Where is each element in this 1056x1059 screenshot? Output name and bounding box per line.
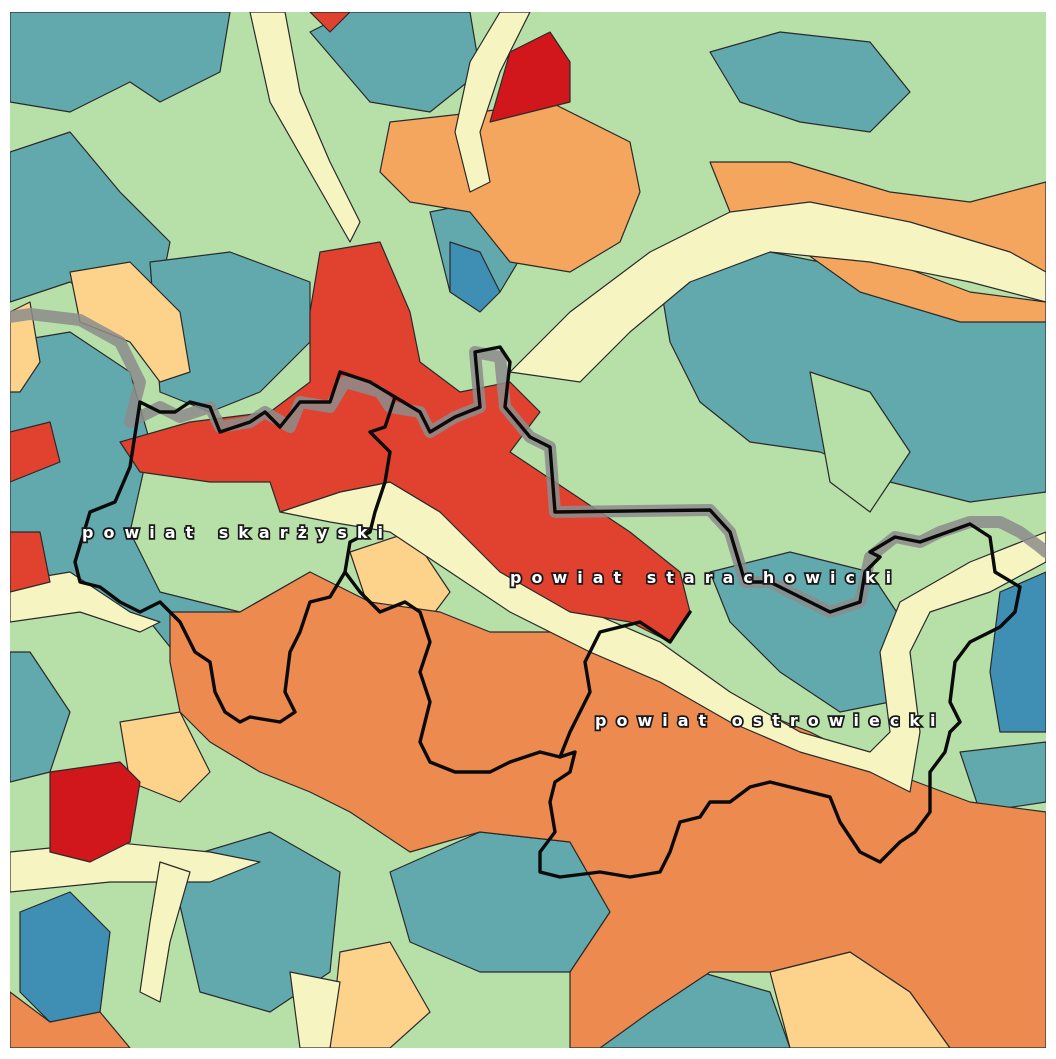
boundary-skarzyski xyxy=(73,370,397,724)
map-frame[interactable]: powiat skarżyski powiat starachowicki po… xyxy=(10,12,1046,1048)
boundary-ostrowiecki-east xyxy=(538,730,952,879)
boundary-starachowicki xyxy=(393,345,1022,734)
blue-zones xyxy=(19,241,1046,1023)
label-powiat-starachowicki: powiat starachowicki xyxy=(510,568,901,587)
label-powiat-ostrowiecki: powiat ostrowiecki xyxy=(595,711,946,730)
dark-red-zones xyxy=(49,31,571,863)
red-zones xyxy=(10,12,691,643)
dark-orange-zones xyxy=(10,571,1046,1048)
label-powiat-skarzyski: powiat skarżyski xyxy=(82,523,393,542)
map-canvas[interactable]: powiat skarżyski powiat starachowicki po… xyxy=(10,12,1046,1048)
powiat-boundaries xyxy=(73,345,1022,879)
boundary-ostrowiecki-west xyxy=(343,570,692,774)
